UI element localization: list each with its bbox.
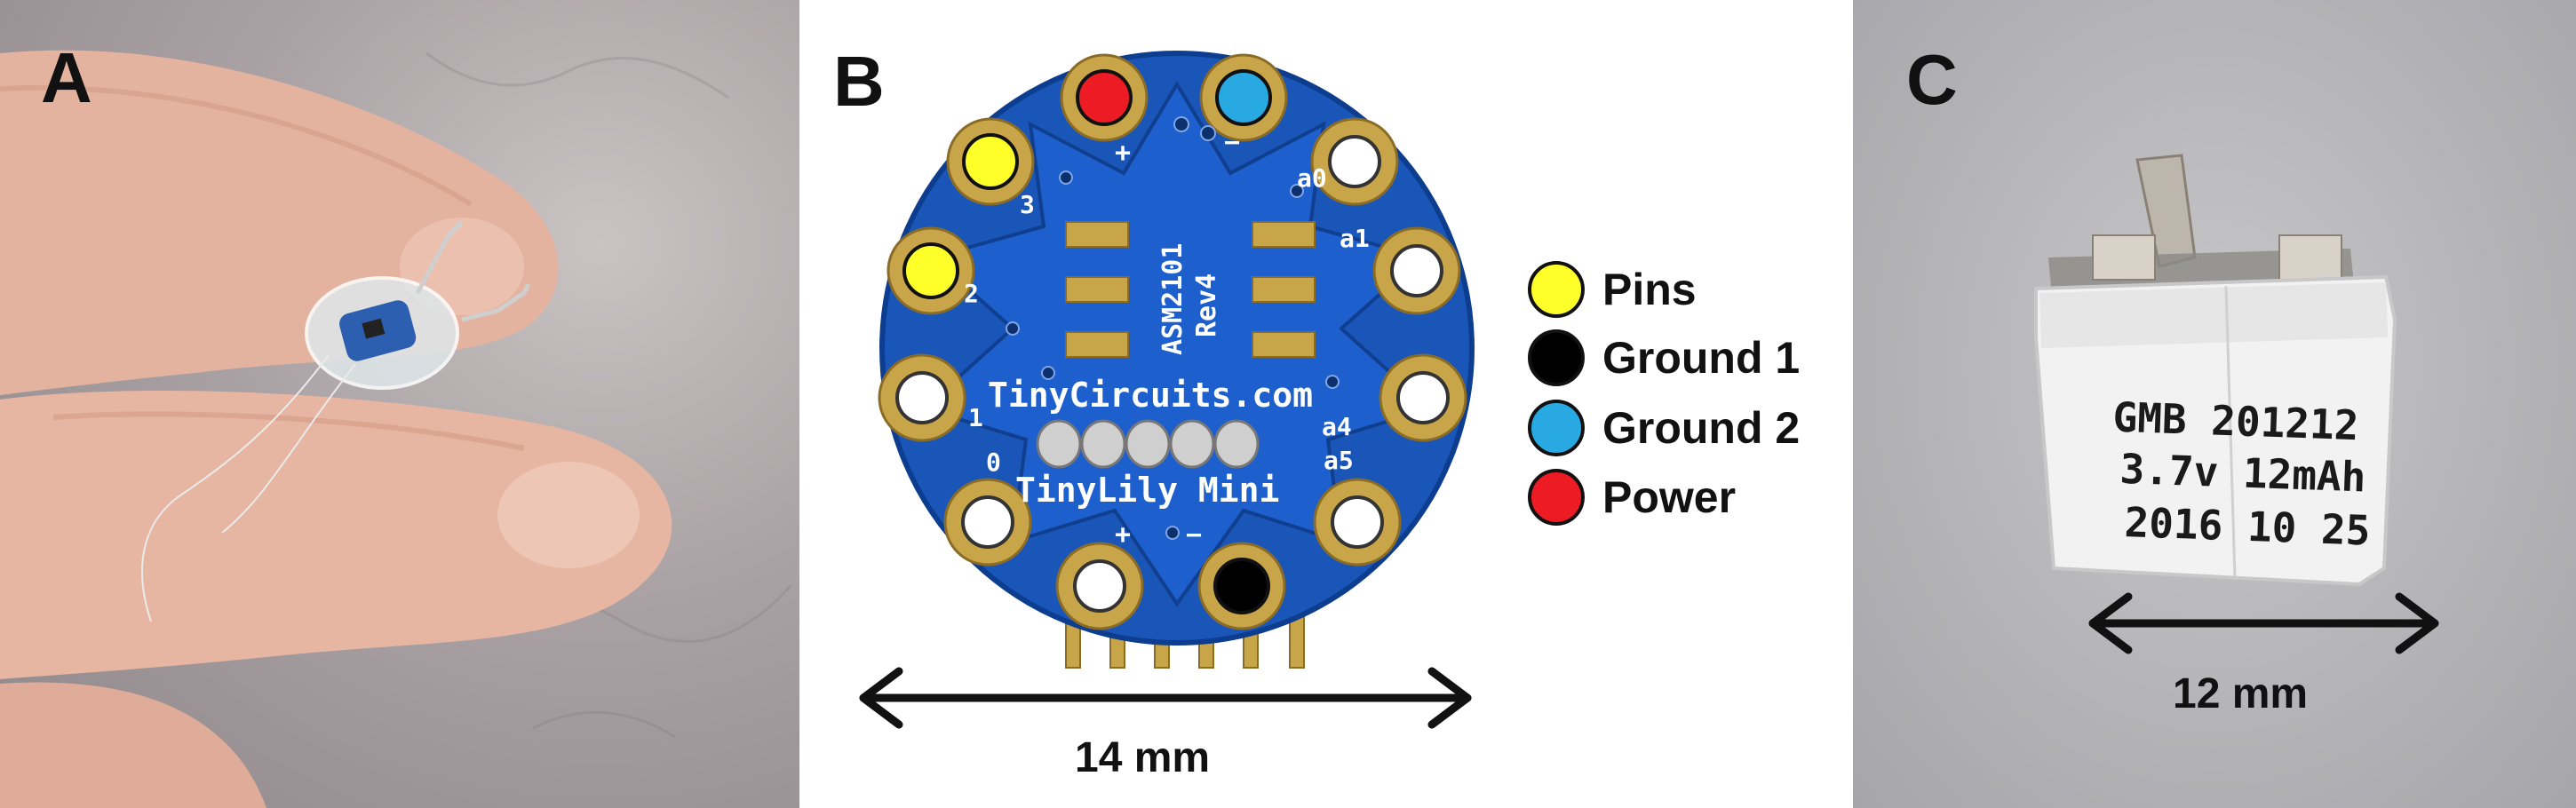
legend-swatch-pins [1528,261,1585,318]
finger-photo-illustration [0,50,792,808]
pin-2-marker [902,242,959,299]
legend-swatch-ground-1 [1528,329,1585,386]
legend-label-power: Power [1602,472,1737,522]
board-width-label: 14 mm [1075,734,1211,781]
panel-c-battery: GMB 201212 3.7v 12mAh 2016 10 25 C 12 mm [1853,0,2576,808]
legend-swatch-ground-2 [1528,400,1585,456]
battery-pouch [2034,274,2397,587]
pin-label-a4: a4 [1322,412,1352,441]
lower-finger [0,391,672,679]
legend-swatch-power [1528,469,1585,526]
board-illustration: TinyCircuits.com TinyLily Mini ASM2101 R… [859,51,1585,729]
pin-label-0: 0 [986,448,1001,477]
panel-letter-b: B [833,42,885,121]
pin-label-minus-top: − [1224,127,1240,158]
panel-a-photo: A [0,0,799,808]
battery-print-line-1: GMB 201212 [2112,393,2360,450]
power-marker [1076,69,1133,126]
silkscreen-name: TinyLily Mini [1015,471,1279,510]
pin-label-minus-bottom: − [1186,519,1202,551]
silkscreen-part: ASM2101 [1157,243,1189,355]
panel-b-board: TinyCircuits.com TinyLily Mini ASM2101 R… [799,0,1853,808]
pin-label-3: 3 [1020,190,1035,219]
legend-label-ground-1: Ground 1 [1602,333,1801,383]
pin-label-a5: a5 [1324,446,1354,475]
pin-label-plus-top: + [1115,138,1131,169]
panel-letter-a: A [41,38,92,117]
legend-label-ground-2: Ground 2 [1602,403,1801,453]
board-width-arrow [859,667,1472,729]
battery-illustration: GMB 201212 3.7v 12mAh 2016 10 25 [2034,154,2439,654]
pin-label-1: 1 [968,403,983,432]
battery-print-line-3: 2016 10 25 [2124,498,2372,555]
battery-print-line-2: 3.7v 12mAh [2119,445,2367,502]
pin-3-marker [962,133,1019,190]
battery-width-arrow [2088,592,2439,654]
panel-letter-c: C [1906,40,1958,119]
legend-label-pins: Pins [1602,265,1697,314]
silkscreen-brand: TinyCircuits.com [988,376,1313,415]
pin-label-plus-bottom: + [1115,519,1131,551]
ground-1-marker [1213,558,1270,614]
pin-label-a0: a0 [1297,163,1327,193]
pin-label-2: 2 [964,279,979,308]
battery-width-label: 12 mm [2173,670,2309,717]
silkscreen-rev: Rev4 [1191,273,1222,337]
pin-label-a1: a1 [1340,224,1370,253]
ground-2-marker [1215,69,1272,126]
